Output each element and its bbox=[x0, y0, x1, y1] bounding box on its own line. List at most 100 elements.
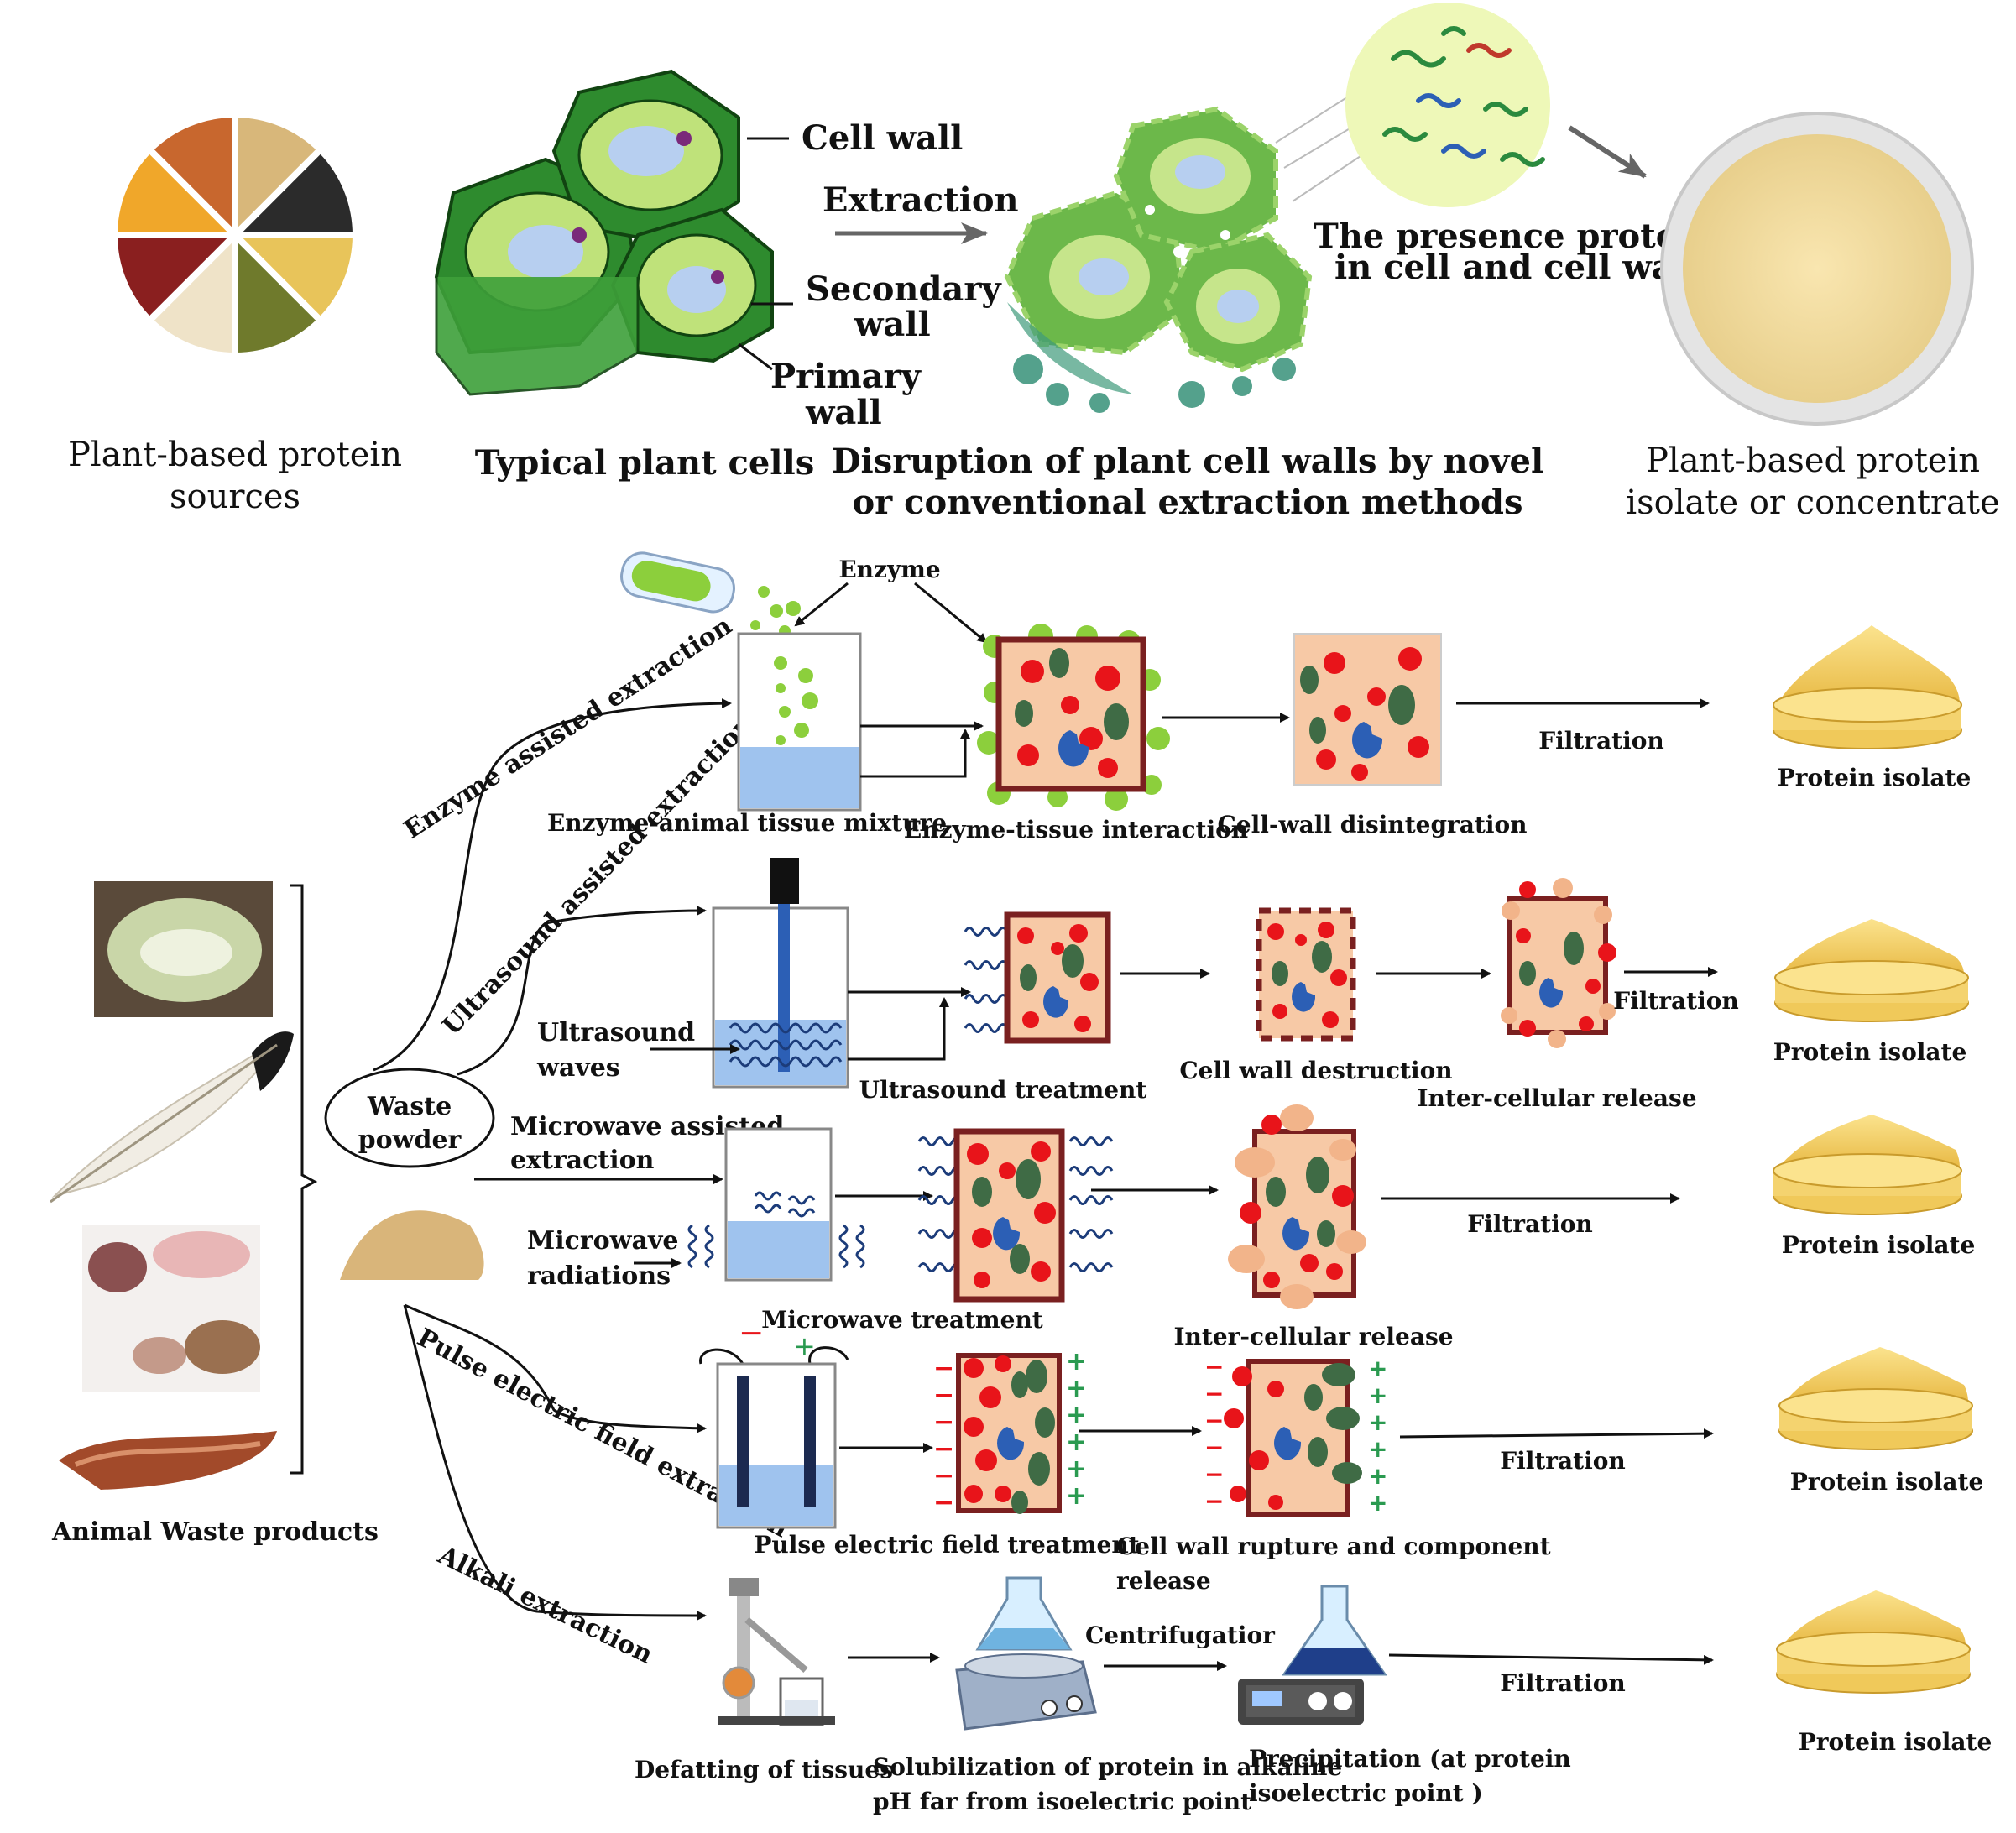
secondary-wall-label-2: wall bbox=[854, 305, 931, 344]
waste-powder-label-2: powder bbox=[358, 1125, 462, 1155]
cell-wall-disintegration-cell bbox=[1293, 633, 1442, 786]
svg-text:+: + bbox=[1368, 1435, 1387, 1463]
disruption-label-1: Disruption of plant cell walls by novel bbox=[832, 441, 1543, 481]
filtration-label-3: Filtration bbox=[1467, 1210, 1593, 1238]
disruption-label-2: or conventional extraction methods bbox=[852, 483, 1522, 522]
enzyme-beaker bbox=[737, 632, 862, 812]
svg-text:−: − bbox=[933, 1488, 954, 1517]
inter-cellular-release-cell-1 bbox=[1501, 878, 1616, 1048]
centrifugation-label: Centrifugatior bbox=[1085, 1622, 1276, 1649]
svg-text:+: + bbox=[1066, 1374, 1087, 1403]
svg-text:+: + bbox=[1368, 1489, 1387, 1517]
svg-text:−: − bbox=[933, 1434, 954, 1464]
waste-powder-label-1: Waste bbox=[367, 1092, 452, 1121]
waste-powder-pile bbox=[340, 1210, 484, 1280]
svg-text:−: − bbox=[933, 1407, 954, 1437]
svg-text:−: − bbox=[739, 1316, 764, 1350]
microwave-beaker bbox=[687, 1127, 865, 1282]
feather-image bbox=[50, 1031, 294, 1204]
inter-cellular-release-label-1: Inter-cellular release bbox=[1417, 1084, 1696, 1112]
waste-powder-ellipse bbox=[324, 1068, 495, 1168]
rotary-evaporator-icon bbox=[718, 1578, 835, 1726]
microwave-route-label-2: extraction bbox=[510, 1146, 655, 1175]
primary-wall-label-2: wall bbox=[805, 393, 882, 432]
svg-text:−: − bbox=[1204, 1460, 1224, 1488]
svg-text:−: − bbox=[1204, 1487, 1224, 1515]
protein-isolate-dish-4 bbox=[1778, 1347, 1973, 1450]
magnetic-stirrer-icon bbox=[955, 1576, 1097, 1731]
svg-text:+: + bbox=[1066, 1454, 1087, 1484]
enzyme-mixture-label: Enzyme-animal tissue mixture bbox=[547, 809, 947, 837]
microwave-treatment-label: Microwave treatment bbox=[761, 1306, 1043, 1334]
solubilization-label-2: pH far from isoelectric point bbox=[873, 1788, 1251, 1815]
ultrasound-treatment-label: Ultrasound treatment bbox=[859, 1076, 1147, 1104]
ultrasound-treatment-cell bbox=[964, 911, 1111, 1044]
cell-wall-destruction-label: Cell wall destruction bbox=[1179, 1057, 1452, 1084]
protein-isolate-label-4: Protein isolate bbox=[1790, 1468, 1984, 1496]
svg-text:+: + bbox=[1066, 1347, 1087, 1376]
microwave-radiations-label-2: radiations bbox=[527, 1261, 671, 1291]
filtration-label-1: Filtration bbox=[1538, 727, 1664, 755]
protein-isolate-dish-2 bbox=[1774, 919, 1969, 1022]
isolate-concentrate-label-2: isolate or concentrate bbox=[1626, 483, 1999, 522]
protein-isolate-label-1: Protein isolate bbox=[1778, 764, 1972, 791]
protein-isolate-bowl bbox=[1660, 112, 1974, 426]
precipitation-flask-icon bbox=[1238, 1585, 1387, 1725]
svg-text:−: − bbox=[1204, 1407, 1224, 1434]
plant-sources-label-1: Plant-based protein bbox=[68, 436, 402, 474]
protein-isolate-label-5: Protein isolate bbox=[1799, 1728, 1992, 1756]
protein-isolate-label-2: Protein isolate bbox=[1773, 1038, 1967, 1066]
protein-isolate-dish-5 bbox=[1776, 1590, 1971, 1694]
svg-text:−: − bbox=[1204, 1353, 1224, 1381]
protein-isolate-dish-1 bbox=[1773, 625, 1962, 749]
ultrasound-route-label: Ultrasound assisted extraction bbox=[437, 709, 760, 1042]
disrupted-plant-cells bbox=[1004, 106, 1313, 413]
svg-text:−: − bbox=[1204, 1434, 1224, 1461]
pef-beaker: − + bbox=[699, 1316, 849, 1529]
defatting-label: Defatting of tissues bbox=[635, 1756, 893, 1783]
protein-bubble bbox=[1275, 3, 1550, 207]
svg-text:−: − bbox=[933, 1461, 954, 1491]
secondary-wall-label-1: Secondary bbox=[806, 269, 1002, 309]
svg-text:+: + bbox=[1066, 1428, 1087, 1457]
svg-text:+: + bbox=[1066, 1401, 1087, 1430]
cell-wall-rupture-label-2: release bbox=[1116, 1567, 1211, 1595]
cell-wall-rupture-cell: −−− −−− +++ +++ bbox=[1204, 1353, 1387, 1517]
ultrasound-beaker bbox=[712, 858, 849, 1089]
enzyme-test-tube bbox=[620, 551, 801, 637]
filtration-label-5: Filtration bbox=[1500, 1669, 1626, 1697]
svg-text:+: + bbox=[1368, 1408, 1387, 1436]
svg-text:+: + bbox=[1368, 1462, 1387, 1490]
extraction-label: Extraction bbox=[823, 180, 1019, 220]
svg-text:−: − bbox=[933, 1381, 954, 1410]
typical-plant-cells bbox=[434, 69, 774, 396]
enzyme-label: Enzyme bbox=[838, 556, 940, 583]
cell-wall-rupture-label-1: Cell wall rupture and component bbox=[1116, 1533, 1551, 1560]
svg-text:+: + bbox=[793, 1330, 816, 1362]
inter-cellular-release-label-2: Inter-cellular release bbox=[1173, 1323, 1453, 1350]
svg-text:−: − bbox=[933, 1354, 954, 1383]
protein-isolate-dish-3 bbox=[1773, 1115, 1962, 1215]
ultrasound-waves-label-2: waves bbox=[536, 1053, 620, 1083]
animal-waste-images bbox=[50, 881, 294, 1490]
animal-waste-label: Animal Waste products bbox=[51, 1517, 379, 1547]
pef-treatment-label: Pulse electric field treatment bbox=[754, 1531, 1139, 1559]
svg-text:−: − bbox=[1204, 1380, 1224, 1407]
precipitation-label-1: Precipitation (at protein bbox=[1249, 1745, 1571, 1773]
plant-protein-sources-wheel bbox=[116, 116, 354, 354]
pef-treatment-cell: −−− −−− +++ +++ bbox=[933, 1347, 1087, 1517]
route-arrows bbox=[373, 698, 732, 1621]
protein-isolate-label-3: Protein isolate bbox=[1782, 1231, 1976, 1259]
enzyme-tissue-cell bbox=[977, 624, 1170, 811]
svg-text:+: + bbox=[1066, 1481, 1087, 1511]
presence-proteins-label-2: in cell and cell wall bbox=[1334, 248, 1699, 287]
inter-cellular-release-cell-2 bbox=[1228, 1104, 1366, 1309]
svg-text:+: + bbox=[1368, 1381, 1387, 1409]
ultrasound-waves-label-1: Ultrasound bbox=[537, 1018, 695, 1047]
alkali-route-label: Alkali extraction bbox=[433, 1540, 658, 1670]
filtration-label-4: Filtration bbox=[1500, 1447, 1626, 1475]
isolate-concentrate-label-1: Plant-based protein bbox=[1646, 441, 1980, 480]
plant-sources-label-2: sources bbox=[170, 478, 300, 516]
cell-wall-label: Cell wall bbox=[802, 118, 963, 158]
